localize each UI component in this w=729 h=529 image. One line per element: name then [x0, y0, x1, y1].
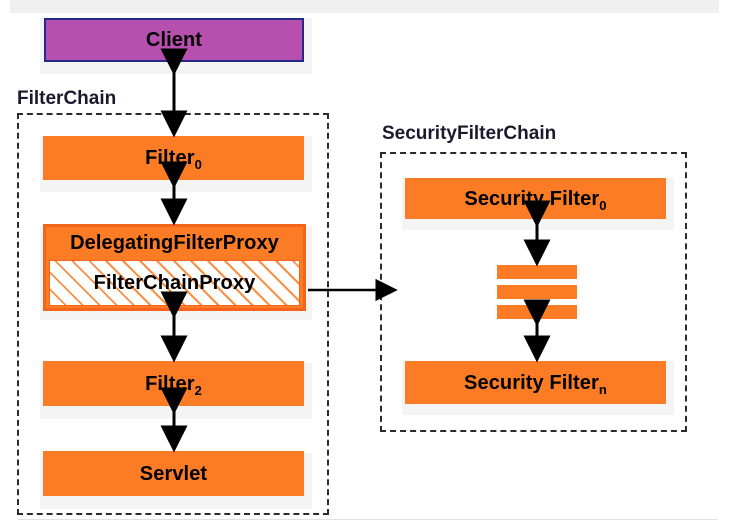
node-filter-chain-proxy-label: FilterChainProxy — [93, 271, 256, 294]
page-bottom-rule — [18, 519, 718, 520]
ellipsis-bar-3 — [497, 305, 577, 319]
group-label-filterchain: FilterChain — [17, 88, 117, 109]
node-security-filter-n-base: Security Filter — [464, 371, 599, 394]
node-security-filter-0-base: Security Filter — [464, 187, 600, 210]
node-servlet[interactable]: Servlet — [43, 451, 304, 496]
node-security-filter-0[interactable]: Security Filter0 — [405, 178, 666, 219]
node-filter-0-label: Filter0 — [145, 147, 202, 171]
node-client[interactable]: Client — [44, 18, 304, 62]
page-top-band — [10, 0, 719, 13]
node-filter-2[interactable]: Filter2 — [43, 361, 304, 406]
ellipsis-bar-1 — [497, 265, 577, 279]
node-client-label: Client — [145, 29, 203, 51]
node-delegating-filter-proxy-label: DelegatingFilterProxy — [70, 232, 279, 254]
node-delegating-filter-proxy[interactable]: DelegatingFilterProxy FilterChainProxy — [43, 224, 306, 311]
node-security-filter-n-label: Security Filtern — [464, 371, 607, 396]
node-filter-2-base: Filter — [145, 372, 195, 395]
node-security-filter-n-subscript: n — [598, 381, 607, 397]
node-filter-chain-proxy[interactable]: FilterChainProxy — [49, 260, 300, 306]
group-label-securityfilterchain: SecurityFilterChain — [382, 123, 557, 144]
node-security-filter-0-subscript: 0 — [599, 197, 607, 213]
ellipsis-bar-2 — [497, 285, 577, 299]
node-filter-2-label: Filter2 — [145, 372, 202, 397]
node-security-filter-n[interactable]: Security Filtern — [405, 361, 666, 404]
node-filter-0-base: Filter — [145, 147, 195, 169]
node-filter-0-subscript: 0 — [194, 157, 202, 172]
node-filter-2-subscript: 2 — [194, 382, 202, 398]
node-security-filter-0-label: Security Filter0 — [464, 187, 606, 212]
node-servlet-label: Servlet — [139, 462, 208, 485]
node-filter-0[interactable]: Filter0 — [43, 136, 304, 180]
